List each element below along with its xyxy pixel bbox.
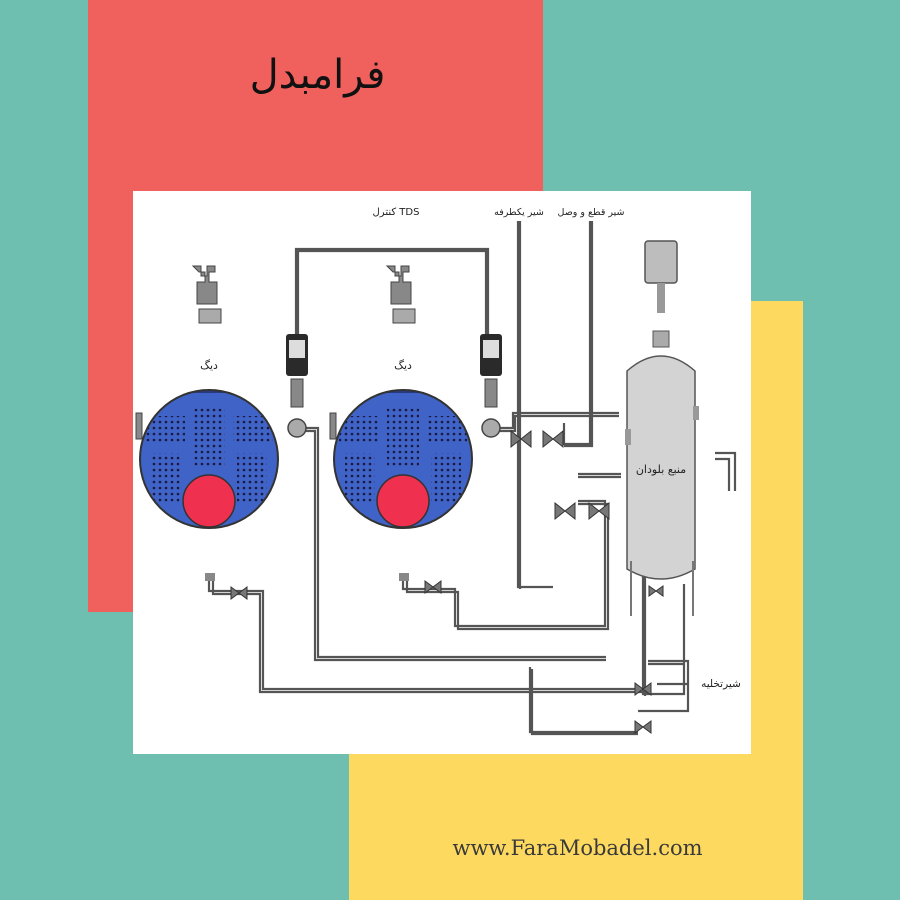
tds-controller-2 [480,334,502,438]
lower-valve-1 [554,501,576,521]
boiler-1-label: دیگ [200,359,218,372]
shutoff-valve-label: شیر قطع و وصل [558,207,625,218]
blowdown-diagram: دیگ دیگ [135,207,741,736]
shutoff-valve [542,429,564,449]
valve-group [230,429,664,734]
boiler-2: دیگ [329,265,473,581]
website-url: www.FaraMobadel.com [452,836,703,860]
blowdown-tank-label: منبع بلودان [636,463,686,476]
tank-bottom-valve [648,585,664,597]
lower-valve-2 [588,501,610,521]
boiler-1: دیگ [135,265,279,581]
boiler-2-label: دیگ [394,359,412,372]
bottom-valve-2 [424,580,442,594]
blowdown-tank: منبع بلودان [625,240,699,616]
brand-title: فرامبدل [249,52,386,98]
piping [207,221,737,736]
diagram-panel: دیگ دیگ [133,191,751,754]
drain-valve-2 [634,720,652,734]
drain-valve-1 [634,682,652,696]
check-valve-label: شیر یکطرفه [494,207,544,218]
drain-valve-label: شیرتخلیه [701,678,741,690]
tds-control-label: کنترل TDS [373,207,420,218]
bottom-valve-1 [230,586,248,600]
check-valve [510,429,532,449]
tds-controller-1 [286,334,308,438]
